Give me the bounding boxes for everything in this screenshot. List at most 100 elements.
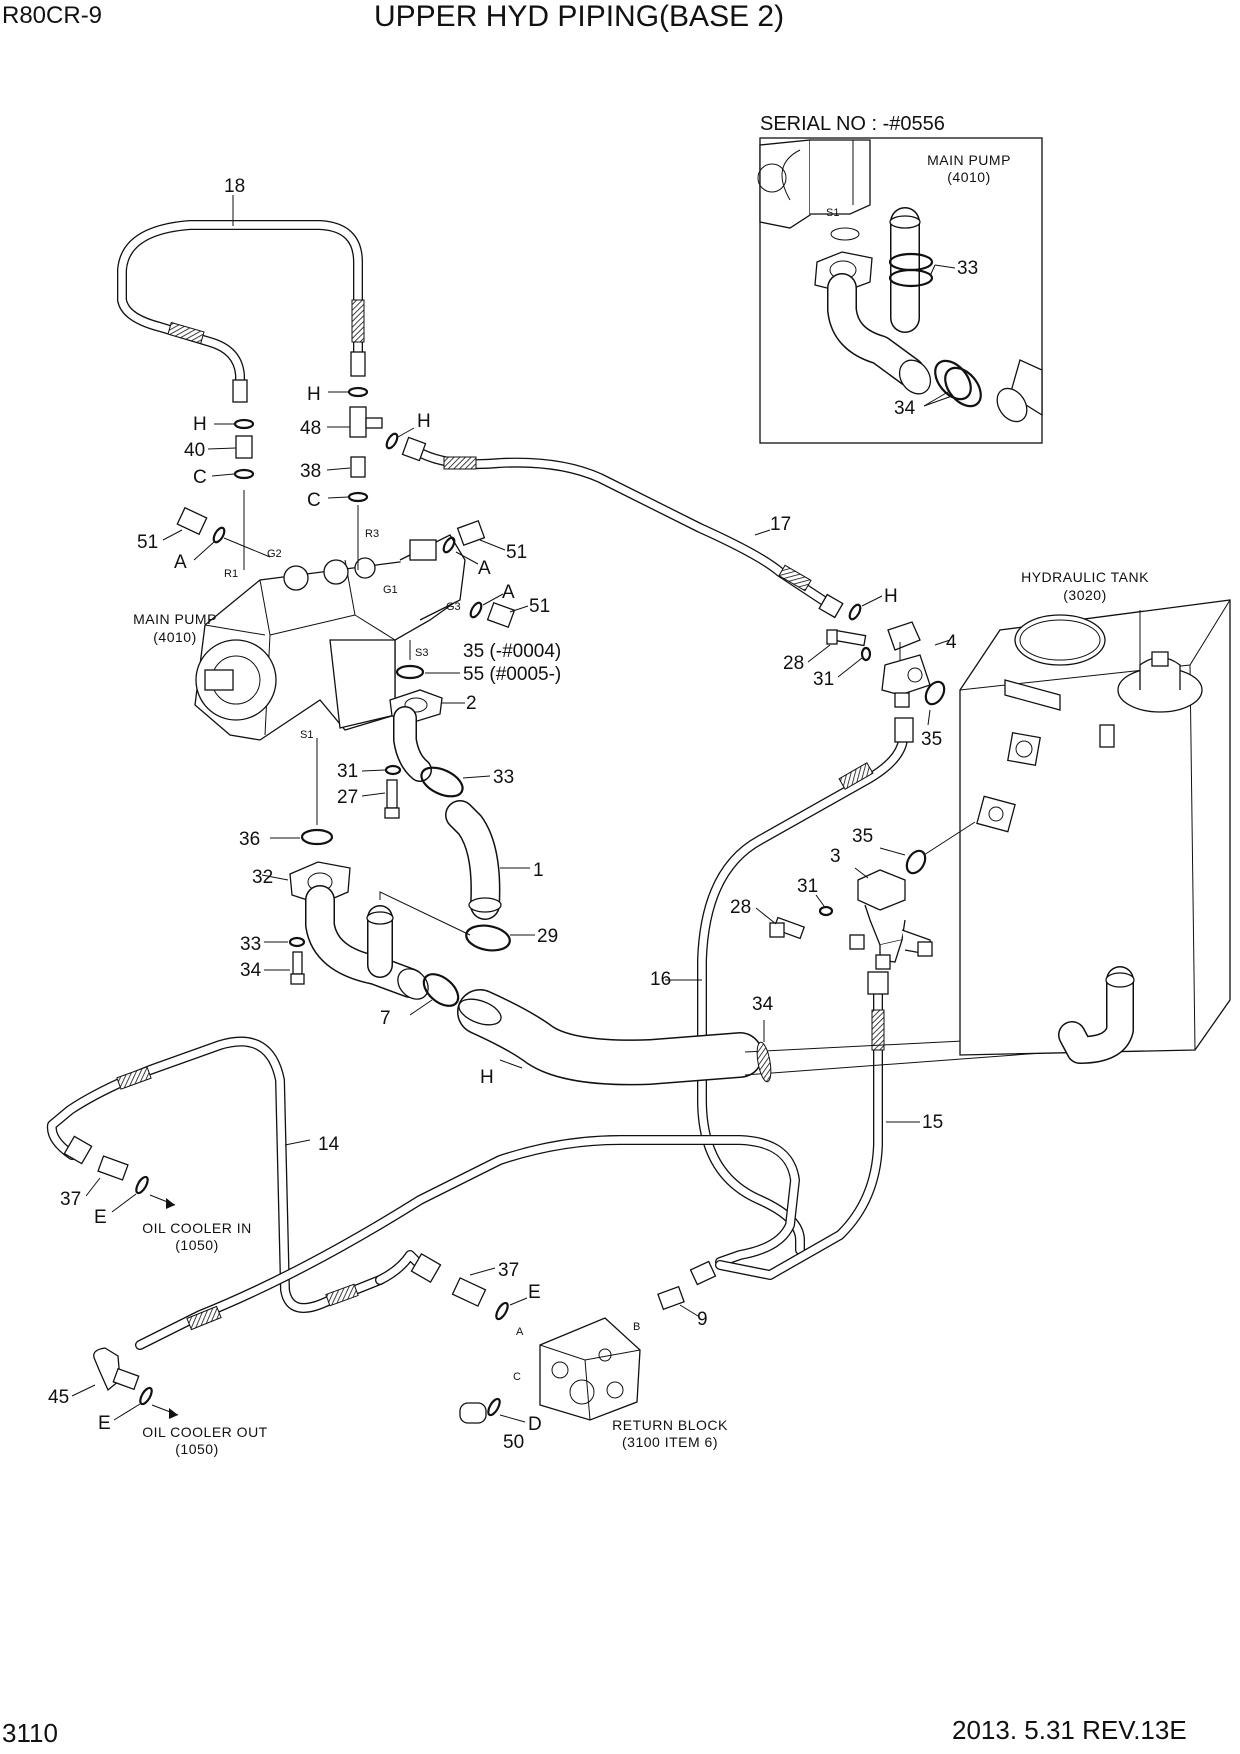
callout-28-b: 28 [730, 897, 751, 918]
callout-45: 45 [48, 1387, 69, 1408]
plug-51-right-1 [456, 519, 486, 547]
callout-a-2: A [478, 558, 491, 579]
port-g3: G3 [446, 601, 461, 613]
fitting-9 [657, 1285, 685, 1311]
oil-cooler-out-label: OIL COOLER OUT [142, 1424, 268, 1440]
callout-c-2: C [307, 490, 321, 511]
tank-label: HYDRAULIC TANK [1021, 569, 1149, 585]
serial-inset: SERIAL NO : -#0556 MAIN PUMP (4010) S1 [757, 113, 1043, 444]
elbow-45 [93, 1347, 121, 1392]
callout-34-b: 34 [752, 994, 774, 1015]
inset-main-pump-code: (4010) [947, 169, 990, 185]
callout-e-2: E [528, 1282, 541, 1303]
callout-a-1: A [174, 552, 187, 573]
callout-8: 1 [533, 860, 544, 881]
hose-16 [697, 717, 914, 1255]
washer-31-b [860, 646, 872, 662]
callout-c-1: C [193, 467, 207, 488]
callout-17: 17 [770, 514, 791, 535]
oring-36 [300, 828, 334, 846]
fitting-37-left [97, 1155, 129, 1181]
callout-h-1: H [307, 384, 321, 405]
oring-35-55 [395, 664, 425, 680]
callout-33-a: 33 [493, 767, 514, 788]
fitting-38 [350, 456, 366, 478]
return-block-label: RETURN BLOCK [612, 1417, 728, 1433]
hose-17 [401, 436, 844, 619]
return-block-code: (3100 ITEM 6) [622, 1434, 718, 1450]
fitting-37-right [451, 1277, 487, 1307]
callout-a-3: A [502, 582, 515, 603]
inset-main-pump-label: MAIN PUMP [927, 152, 1011, 168]
hose-14 [46, 1036, 430, 1313]
tank-code: (3020) [1063, 587, 1106, 603]
callout-2: 2 [466, 693, 477, 714]
oring-c-mid [347, 491, 369, 503]
callout-55-late: 55 (#0005-) [463, 664, 561, 685]
port-r3: R3 [365, 528, 379, 540]
callout-4: 4 [946, 632, 957, 653]
inset-oring [830, 227, 860, 241]
tee-48 [349, 406, 367, 438]
callout-27: 27 [337, 787, 358, 808]
washer-31-c [818, 905, 834, 917]
callout-3: 3 [830, 846, 841, 867]
clamp-34-a [422, 973, 460, 1007]
callout-51-2: 51 [506, 542, 527, 563]
callout-35-b: 35 [852, 826, 873, 847]
callout-51-1: 51 [137, 532, 158, 553]
oring-h-left [233, 418, 255, 430]
serial-no-label: SERIAL NO : -#0556 [760, 113, 945, 135]
oring-h-mid [347, 386, 369, 398]
callout-36: 36 [239, 829, 260, 850]
callout-15: 15 [922, 1112, 943, 1133]
callout-31-b: 31 [813, 669, 834, 690]
model-label: R80CR-9 [2, 2, 103, 29]
washer-32 [288, 936, 306, 948]
port-g1: G1 [383, 584, 398, 596]
callout-34-a: 7 [380, 1008, 391, 1029]
page-title: UPPER HYD PIPING(BASE 2) [374, 0, 785, 33]
callout-51-3: 51 [529, 596, 550, 617]
oil-cooler-out-code: (1050) [175, 1441, 218, 1457]
callout-d: D [528, 1414, 542, 1435]
callout-31-c: 31 [797, 876, 818, 897]
inset-callout-34: 34 [894, 398, 916, 419]
callout-35-a: 35 [921, 729, 942, 750]
callout-48: 48 [300, 418, 321, 439]
fitting-40 [235, 435, 253, 459]
tee-4 [881, 654, 931, 696]
page-number: 3110 [2, 1718, 58, 1748]
main-pump [194, 534, 466, 741]
flange-1 [289, 861, 351, 905]
callout-38: 38 [300, 461, 321, 482]
callout-h-4b: H [884, 586, 898, 607]
callout-50: 50 [503, 1432, 524, 1453]
port-c: C [513, 1371, 521, 1383]
inset-frame [759, 137, 1043, 444]
callout-40: 40 [184, 440, 205, 461]
block-3 [849, 869, 933, 970]
inset-pump-illustration [757, 139, 871, 229]
hydraulic-tank [959, 599, 1231, 1064]
oring-h-right [385, 432, 399, 450]
port-s3: S3 [415, 647, 428, 659]
oil-cooler-in-label: OIL COOLER IN [142, 1220, 251, 1236]
revision-label: 2013. 5.31 REV.13E [952, 1715, 1187, 1745]
oil-cooler-in-code: (1050) [175, 1237, 218, 1253]
hose-return-long [135, 1135, 800, 1350]
bolt-29 [292, 951, 303, 975]
callout-1: 32 [252, 867, 273, 888]
port-b: B [633, 1321, 640, 1333]
callout-29: 34 [240, 960, 262, 981]
bolt-27 [386, 779, 398, 809]
callout-37-b: 37 [498, 1260, 519, 1281]
callout-32: 33 [240, 934, 261, 955]
callout-h-3: H [417, 411, 431, 432]
callout-h-2: H [193, 414, 207, 435]
callout-7: H [480, 1067, 494, 1088]
callout-31-a: 31 [337, 761, 358, 782]
main-pump-code: (4010) [153, 629, 196, 645]
clamp-34-b [756, 1041, 772, 1083]
